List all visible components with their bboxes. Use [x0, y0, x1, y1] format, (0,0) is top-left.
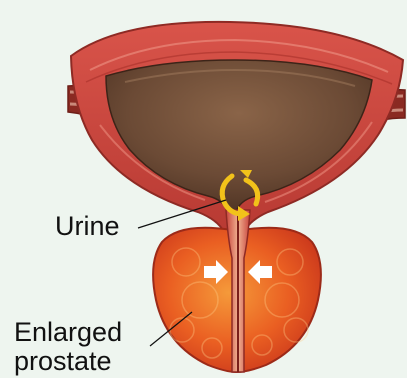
enlarged-prostate-label: Enlarged prostate [14, 318, 122, 376]
enlarged-prostate-label-line1: Enlarged [14, 318, 122, 347]
urine-label: Urine [55, 212, 120, 241]
enlarged-prostate-label-line2: prostate [14, 347, 122, 376]
